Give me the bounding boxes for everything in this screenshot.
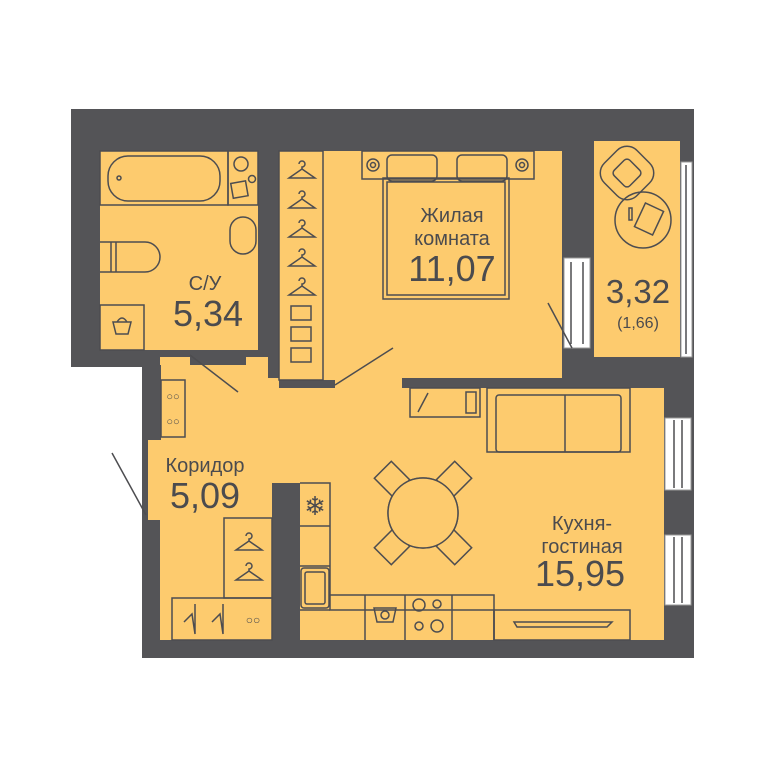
svg-text:○○: ○○ (166, 416, 179, 428)
sofa (486, 387, 631, 453)
kitchen-window-1 (664, 417, 692, 491)
wall-wardrobe-bottom (279, 380, 335, 388)
dishwasher-icon (373, 607, 397, 623)
bedroom-area: 11,07 (408, 248, 495, 289)
washing-basket-icon (99, 304, 145, 351)
round-table (614, 191, 672, 249)
kitchen-area: 15,95 (535, 553, 625, 594)
corridor-label: Коридор (166, 455, 245, 477)
drawer-icon (290, 326, 312, 342)
balcony-door (563, 257, 591, 349)
balcony-window (680, 161, 693, 358)
dining-table (373, 460, 473, 566)
bedroom-floor (279, 151, 562, 378)
balcony-door-swing (547, 302, 573, 349)
drawer-icon (290, 347, 312, 363)
bathroom-label: С/У (189, 273, 222, 295)
desk (409, 387, 481, 418)
kitchen-label-line2: гостиная (541, 536, 622, 558)
bath-shelf (227, 150, 259, 206)
sink (229, 216, 257, 255)
toilet (100, 241, 161, 273)
wall-bedroom-kitchen (402, 378, 594, 388)
bathroom-area: 5,34 (173, 293, 243, 334)
wall-corridor-left (143, 365, 161, 440)
coat-rack: ○○ (171, 597, 273, 641)
bedroom-label-line1: Жилая (420, 205, 483, 227)
balcony-reduced-area: (1,66) (617, 315, 659, 332)
armchair (599, 145, 655, 201)
kitchen-sink (300, 567, 330, 609)
svg-text:○○: ○○ (246, 613, 261, 627)
svg-text:○○: ○○ (166, 391, 179, 403)
kitchen-window-2 (664, 534, 692, 606)
bedroom-label-line2: комната (414, 228, 491, 250)
shoe-rack: ○○ ○○ (160, 379, 186, 438)
bathroom-door (189, 354, 239, 393)
kitchen-label-line1: Кухня- (552, 513, 612, 535)
entrance-door (111, 452, 147, 516)
corridor-area: 5,09 (170, 475, 240, 516)
wall-kitchen-left (272, 483, 300, 640)
wardrobe (278, 150, 324, 381)
double-bed (361, 150, 535, 300)
balcony-area: 3,32 (606, 273, 670, 310)
tv-stand (493, 609, 631, 641)
stove-icon (412, 598, 444, 633)
freezer-icon: ❄ (304, 491, 326, 521)
wardrobe-door (334, 347, 394, 386)
drawer-icon (290, 305, 312, 321)
balcony-floor (594, 141, 680, 357)
bathroom-floor (100, 151, 258, 350)
